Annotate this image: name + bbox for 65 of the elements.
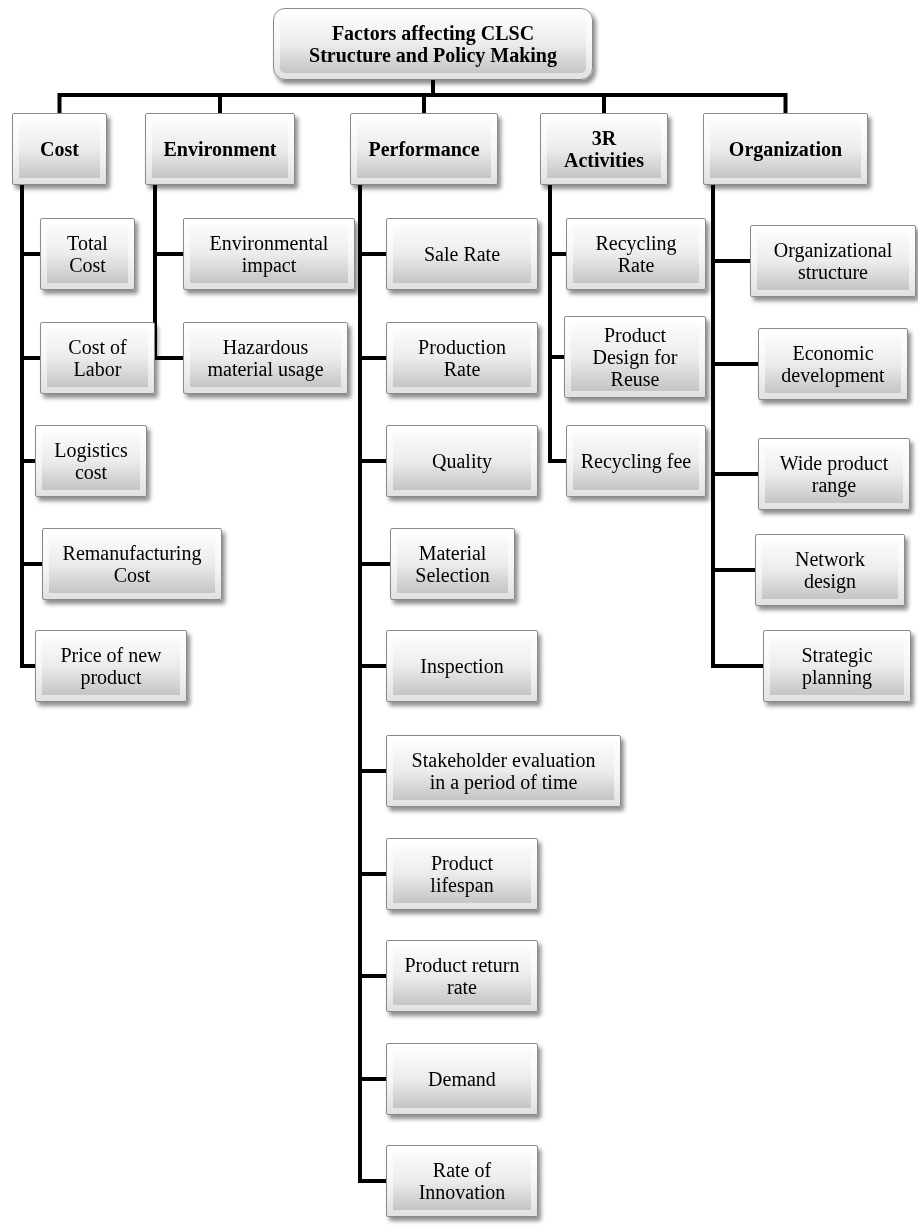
factor-box bbox=[386, 940, 538, 1012]
connector-line bbox=[20, 185, 35, 668]
factor-label: Inspection bbox=[420, 655, 504, 677]
factor-label: Network design bbox=[794, 548, 866, 592]
factor-label: Recycling fee bbox=[580, 450, 692, 472]
factor-label: Demand bbox=[428, 1068, 496, 1090]
factor-box bbox=[758, 328, 908, 400]
factor-label: Remanufacturing Cost bbox=[61, 542, 203, 586]
factor-box bbox=[386, 630, 538, 702]
factor-box bbox=[386, 1145, 538, 1217]
factor-label: Production Rate bbox=[417, 336, 507, 380]
factor-label: Sale Rate bbox=[423, 243, 501, 265]
heading-text: Cost bbox=[40, 138, 79, 160]
category-box bbox=[703, 113, 868, 185]
factor-label: Logistics cost bbox=[53, 439, 129, 483]
factor-box bbox=[386, 1043, 538, 1115]
factor-label: Organizational structure bbox=[772, 239, 894, 283]
factor-box bbox=[183, 322, 348, 394]
category-box bbox=[350, 113, 498, 185]
factor-box bbox=[566, 425, 706, 497]
factor-label: Economic development bbox=[780, 342, 886, 386]
factor-box bbox=[183, 218, 355, 290]
factor-box bbox=[386, 425, 538, 497]
factor-box bbox=[390, 528, 515, 600]
heading-text: 3R Activities bbox=[563, 127, 645, 171]
heading-text: Performance bbox=[368, 138, 480, 160]
factor-label: Recycling Rate bbox=[594, 232, 678, 276]
heading-text: Environment bbox=[163, 138, 277, 160]
factor-label: Strategic planning bbox=[800, 644, 874, 688]
factor-box bbox=[386, 322, 538, 394]
connector-line bbox=[153, 185, 183, 360]
factor-box bbox=[42, 528, 222, 600]
factor-label: Product lifespan bbox=[429, 852, 495, 896]
factor-box bbox=[35, 425, 147, 497]
factor-label: Hazardous material usage bbox=[206, 336, 325, 380]
factor-label: Price of new product bbox=[59, 644, 163, 688]
factor-box bbox=[386, 218, 538, 290]
factor-label: Stakeholder evaluation in a period of time bbox=[410, 749, 597, 793]
factor-label: Product return rate bbox=[403, 954, 521, 998]
category-box bbox=[12, 113, 107, 185]
factor-label: Rate of Innovation bbox=[417, 1159, 507, 1203]
factor-box bbox=[35, 630, 187, 702]
factor-label: Product Design for Reuse bbox=[591, 324, 679, 390]
factor-label: Wide product range bbox=[778, 452, 890, 496]
connector-line bbox=[711, 185, 763, 668]
category-box bbox=[540, 113, 668, 185]
factor-box bbox=[758, 438, 910, 510]
heading-text: Factors affecting CLSC Structure and Policy Making bbox=[308, 22, 558, 66]
factor-label: Quality bbox=[432, 450, 492, 472]
factor-box bbox=[386, 838, 538, 910]
factor-box bbox=[386, 735, 621, 807]
factor-box bbox=[566, 218, 706, 290]
factor-box bbox=[40, 218, 135, 290]
factor-box bbox=[755, 534, 905, 606]
factor-box bbox=[564, 316, 706, 398]
factor-box bbox=[40, 322, 155, 394]
factor-label: Environmental impact bbox=[208, 232, 330, 276]
factor-label: Material Selection bbox=[414, 542, 491, 586]
factor-label: Cost of Labor bbox=[67, 336, 128, 380]
heading-text: Organization bbox=[728, 138, 843, 160]
factor-box bbox=[750, 225, 916, 297]
title-box bbox=[273, 8, 593, 80]
factor-box bbox=[763, 630, 911, 702]
factor-label: Total Cost bbox=[66, 232, 109, 276]
category-box bbox=[145, 113, 295, 185]
